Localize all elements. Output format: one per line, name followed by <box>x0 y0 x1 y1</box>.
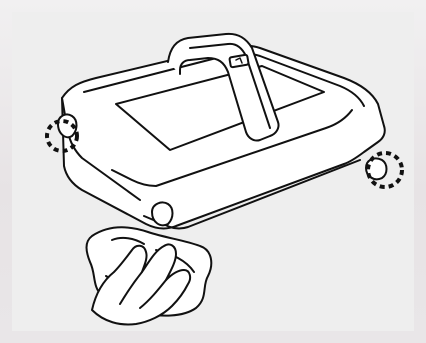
robot-body-outline <box>62 45 385 229</box>
handle-button-icon <box>229 55 248 68</box>
front-corner-foot <box>152 202 173 225</box>
